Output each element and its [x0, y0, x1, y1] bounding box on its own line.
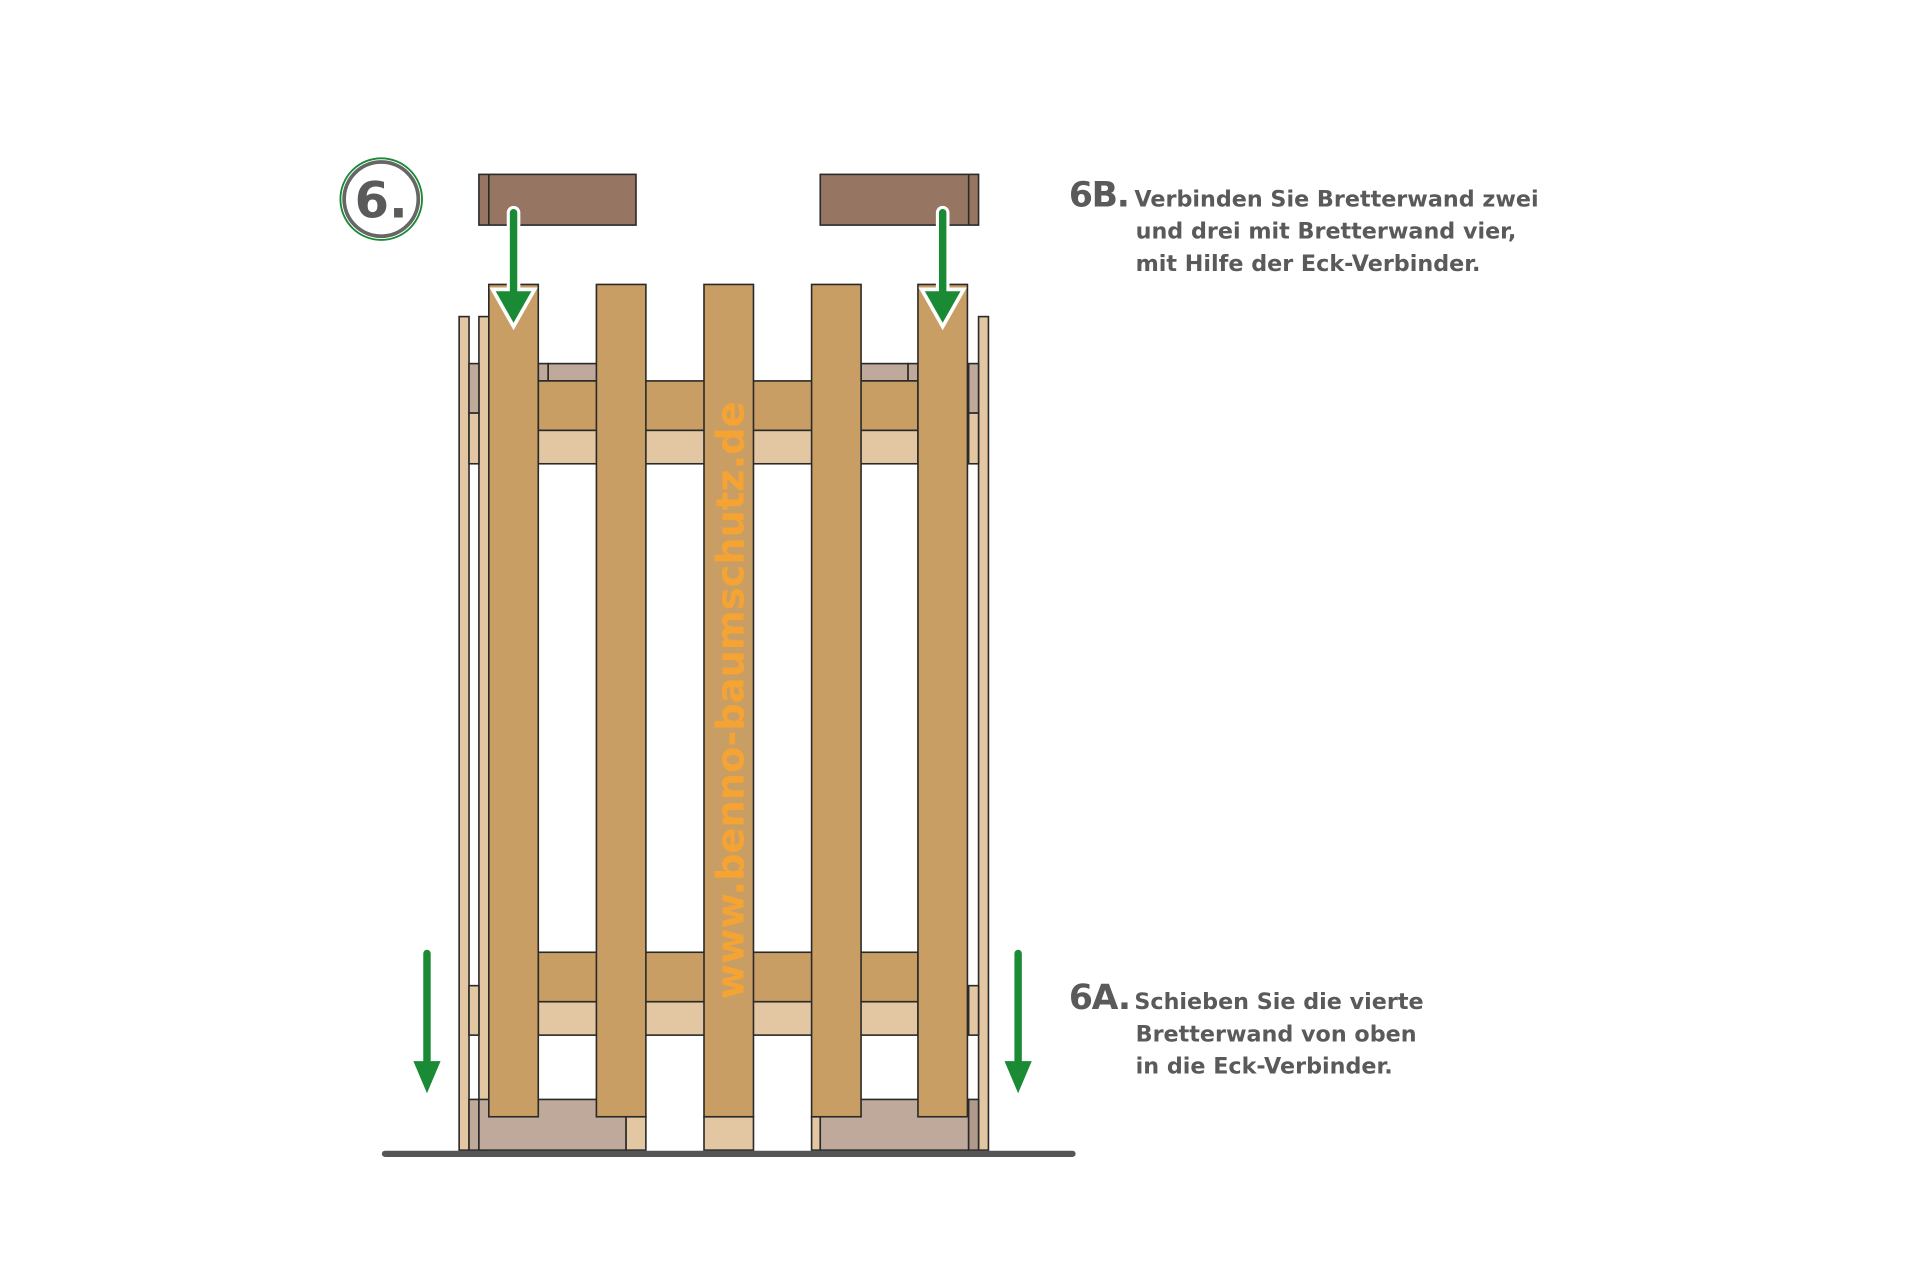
board: [703, 283, 755, 1118]
step-label: 6B.: [1069, 176, 1129, 216]
board: [810, 283, 862, 1118]
arrow-down-icon: [489, 205, 538, 331]
instruction-line: mit Hilfe der Eck-Verbinder.: [1136, 251, 1481, 277]
step-badge: 6.: [339, 157, 423, 241]
board: [488, 283, 540, 1118]
board: [917, 283, 969, 1118]
instruction-line: Bretterwand von oben: [1136, 1021, 1417, 1047]
arrow-down-icon: [413, 949, 441, 1094]
corner-connectors-top: [478, 173, 980, 226]
step-label: 6A.: [1069, 978, 1130, 1018]
instruction-6a: 6A. Schieben Sie die vierte Bretterwand …: [1069, 978, 1424, 1079]
instruction-line: Verbinden Sie Bretterwand zwei: [1134, 187, 1538, 213]
watermark: www.benno-baumschutz.de: [709, 401, 754, 999]
arrow-down-icon: [1004, 949, 1032, 1094]
step-number: 6.: [355, 172, 408, 230]
board: [595, 283, 647, 1118]
instruction-line: und drei mit Bretterwand vier,: [1136, 219, 1517, 245]
instruction-line: in die Eck-Verbinder.: [1136, 1053, 1393, 1079]
arrow-down-icon: [918, 205, 967, 331]
instruction-6b: 6B. Verbinden Sie Bretterwand zwei und d…: [1069, 176, 1539, 277]
instruction-line: Schieben Sie die vierte: [1134, 989, 1423, 1015]
vertical-boards: [488, 283, 969, 1118]
